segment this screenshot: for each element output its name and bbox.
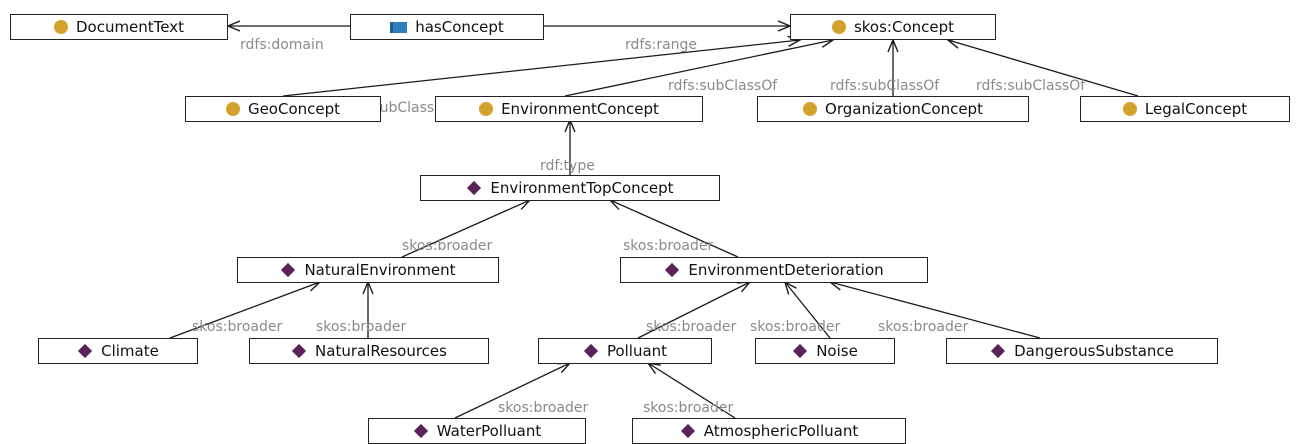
node-water-polluant[interactable]: WaterPolluant [368, 418, 586, 444]
node-document-text[interactable]: DocumentText [10, 14, 228, 40]
edge-label-subclass-legal: rdfs:subClassOf [976, 78, 1086, 94]
edge-label-broader-dangerous: skos:broader [878, 319, 969, 335]
edge-broader-climate [169, 282, 320, 339]
node-organization-concept[interactable]: OrganizationConcept [757, 96, 1029, 122]
edge-subclass-env [564, 40, 833, 97]
class-icon [831, 20, 846, 34]
node-skos-concept[interactable]: skos:Concept [790, 14, 996, 40]
edge-label-domain: rdfs:domain [240, 37, 324, 53]
edge-label-subclass-org: rdfs:subClassOf [830, 78, 940, 94]
node-environment-concept[interactable]: EnvironmentConcept [435, 96, 703, 122]
edge-label-broader-climate: skos:broader [192, 319, 283, 335]
edge-broader-natenv [401, 200, 530, 258]
node-label: Polluant [606, 342, 668, 360]
node-environment-top-concept[interactable]: EnvironmentTopConcept [420, 175, 720, 201]
individual-icon [583, 343, 599, 359]
class-icon [1122, 102, 1137, 116]
node-has-concept[interactable]: hasConcept [350, 14, 544, 40]
node-label: LegalConcept [1144, 100, 1248, 118]
node-legal-concept[interactable]: LegalConcept [1080, 96, 1290, 122]
node-label: DocumentText [75, 18, 185, 36]
node-noise[interactable]: Noise [755, 338, 895, 364]
node-label: Noise [816, 342, 858, 360]
edge-label-type-top: rdf:type [540, 158, 595, 174]
node-label: DangerousSubstance [1014, 342, 1174, 360]
individual-icon [281, 262, 296, 278]
edge-broader-atmos [648, 363, 736, 419]
class-icon [53, 20, 68, 34]
individual-icon [680, 423, 695, 439]
edge-label-broader-natenv: skos:broader [402, 238, 493, 254]
edge-label-broader-natres: skos:broader [316, 319, 407, 335]
node-label: AtmosphericPolluant [703, 422, 859, 440]
edge-label-broader-noise: skos:broader [750, 319, 841, 335]
edge-broader-polluant [637, 282, 750, 339]
individual-icon [291, 343, 307, 359]
edge-label-broader-polluant: skos:broader [646, 319, 737, 335]
edge-label-broader-envdet: skos:broader [623, 238, 714, 254]
node-polluant[interactable]: Polluant [538, 338, 712, 364]
node-label: EnvironmentConcept [501, 100, 659, 118]
individual-icon [413, 423, 428, 439]
node-label: skos:Concept [853, 18, 955, 36]
node-label: NaturalEnvironment [304, 261, 456, 279]
node-label: GeoConcept [247, 100, 341, 118]
class-icon [225, 102, 240, 116]
edge-label-broader-water: skos:broader [498, 400, 589, 416]
edge-label-subclass-env: rdfs:subClassOf [668, 78, 778, 94]
individual-icon [793, 343, 808, 359]
node-natural-environment[interactable]: NaturalEnvironment [237, 257, 499, 283]
edge-subclass-legal [948, 40, 1139, 97]
node-label: EnvironmentTopConcept [490, 179, 674, 197]
edge-broader-noise [785, 282, 831, 339]
individual-icon [78, 343, 93, 359]
node-atmospheric-polluant[interactable]: AtmosphericPolluant [632, 418, 906, 444]
node-label: OrganizationConcept [825, 100, 983, 118]
node-geo-concept[interactable]: GeoConcept [185, 96, 381, 122]
node-label: Climate [101, 342, 159, 360]
edge-label-range: rdfs:range [625, 37, 698, 53]
node-climate[interactable]: Climate [38, 338, 198, 364]
edge-broader-dangerous [830, 282, 1041, 339]
edge-broader-envdet [610, 200, 739, 258]
class-icon [479, 102, 494, 116]
node-dangerous-substance[interactable]: DangerousSubstance [946, 338, 1218, 364]
object-property-icon [390, 21, 408, 33]
individual-icon [467, 180, 482, 196]
node-label: hasConcept [415, 18, 504, 36]
class-icon [803, 102, 818, 116]
edge-subclass-geo [282, 40, 800, 97]
node-label: EnvironmentDeterioration [688, 261, 884, 279]
edge-label-broader-atmos: skos:broader [643, 400, 734, 416]
edge-broader-water [454, 363, 570, 419]
node-label: NaturalResources [315, 342, 447, 360]
individual-icon [665, 262, 680, 278]
individual-icon [991, 343, 1006, 359]
node-label: WaterPolluant [436, 422, 542, 440]
node-environment-deterioration[interactable]: EnvironmentDeterioration [620, 257, 928, 283]
node-natural-resources[interactable]: NaturalResources [249, 338, 489, 364]
